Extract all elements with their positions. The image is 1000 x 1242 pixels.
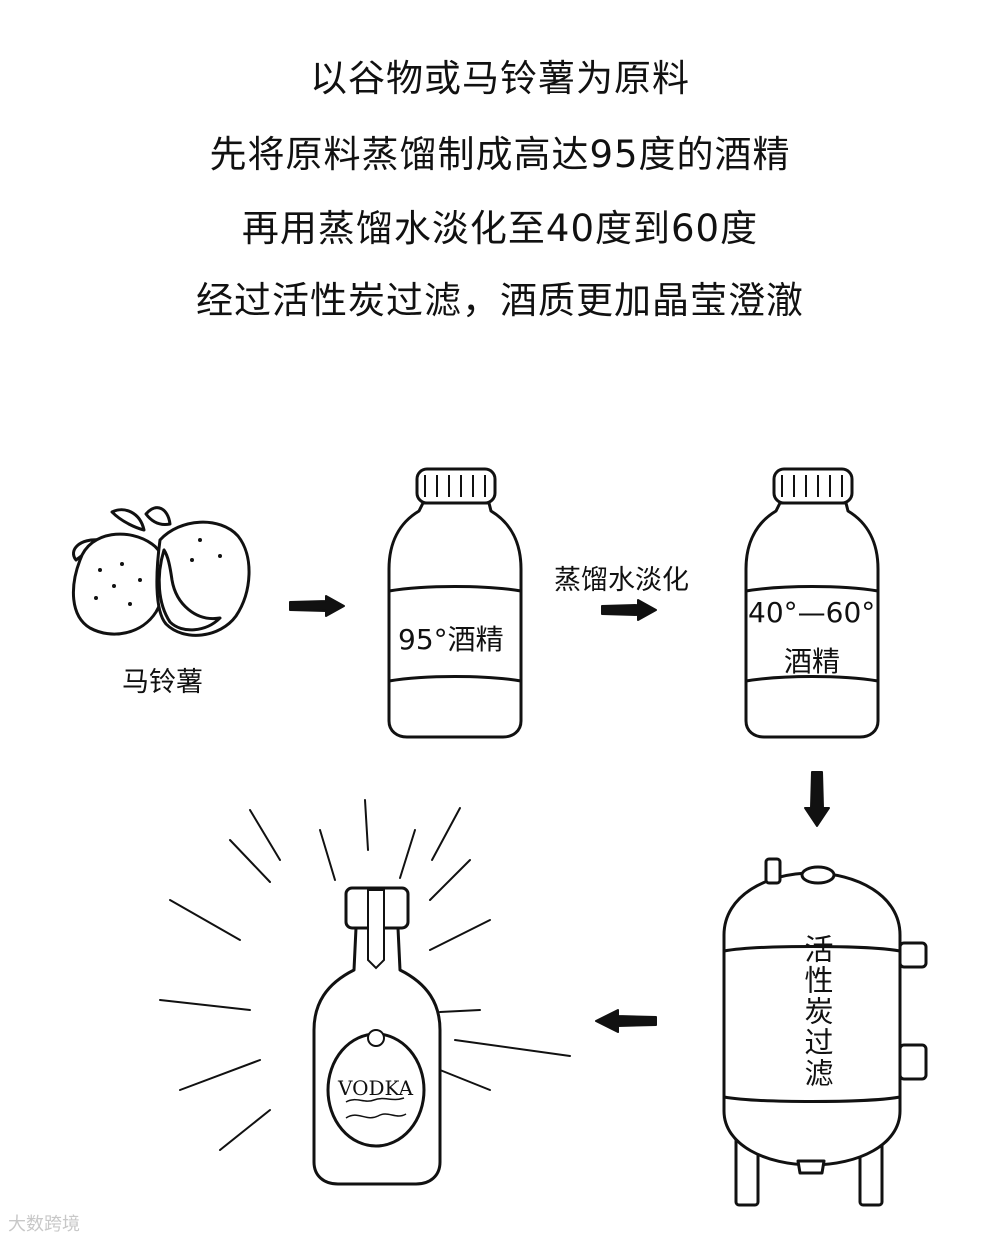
filter-tank-icon <box>722 857 928 1207</box>
arrow-right-icon-2 <box>601 599 657 621</box>
bottle2-label-line1: 40°—60° <box>748 596 876 629</box>
watermark: 大数跨境 <box>8 1214 80 1235</box>
headline-1: 以谷物或马铃薯为原料 <box>310 57 690 100</box>
headline-2: 先将原料蒸馏制成高达95度的酒精 <box>209 133 791 176</box>
bottle-icon <box>387 467 523 739</box>
arrow-left-icon <box>595 1009 657 1033</box>
potato-label: 马铃薯 <box>122 667 203 698</box>
vodka-label: VODKA <box>338 1076 414 1100</box>
filter-label: 活性炭过滤 <box>800 934 834 1089</box>
headline-4: 经过活性炭过滤，酒质更加晶莹澄澈 <box>196 279 804 322</box>
headline-3: 再用蒸馏水淡化至40度到60度 <box>241 207 759 250</box>
bottle-icon-2 <box>744 467 880 739</box>
arrow-right-icon <box>289 595 345 617</box>
bottle1-label: 95°酒精 <box>398 623 504 656</box>
arrow-down-icon <box>804 771 830 827</box>
bottle2-label-line2: 酒精 <box>784 645 841 678</box>
dilute-label: 蒸馏水淡化 <box>554 565 689 596</box>
vodka-bottle-icon <box>159 799 571 1186</box>
potato-icon <box>71 506 251 637</box>
